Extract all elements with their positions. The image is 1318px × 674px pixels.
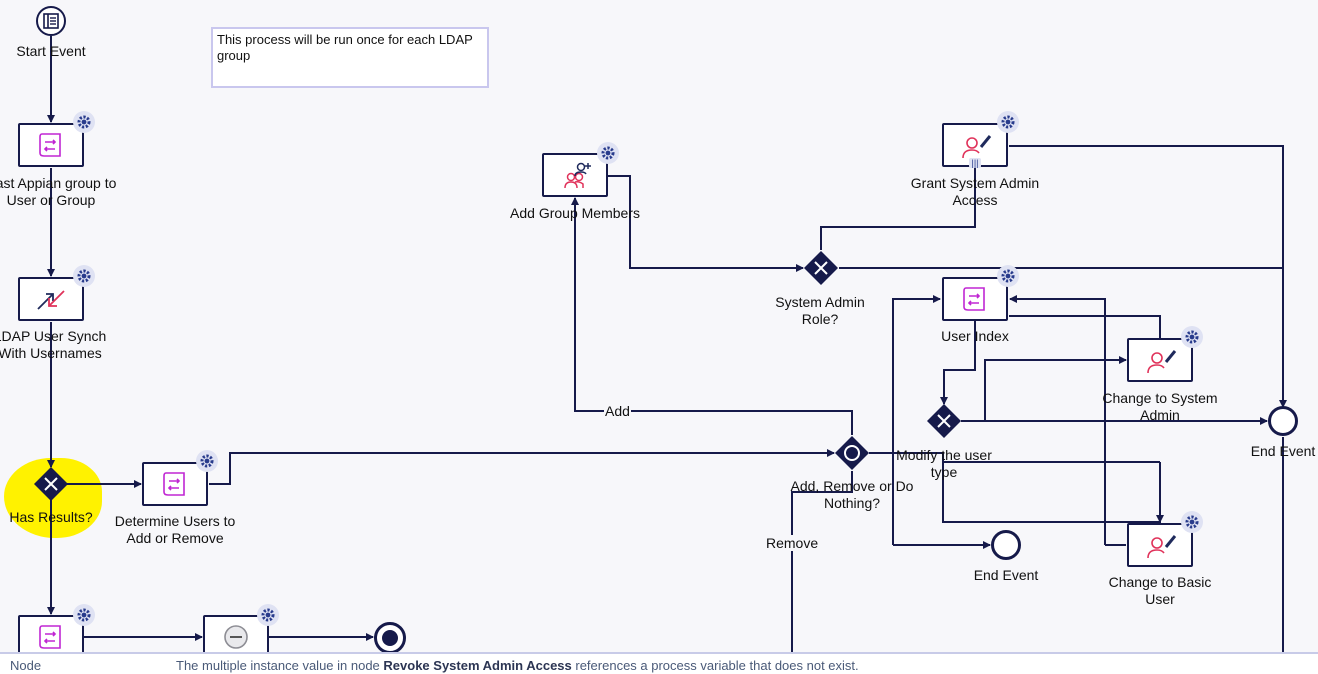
bottom-end-event[interactable]	[374, 622, 406, 652]
has-results-gateway[interactable]	[33, 466, 69, 502]
change-to-admin-node[interactable]	[1127, 338, 1193, 382]
ldap-sync-gear-icon[interactable]	[73, 265, 95, 287]
edit-user-icon	[962, 135, 992, 159]
user-index-node[interactable]	[942, 277, 1008, 321]
change-to-basic-label: Change to Basic User	[1108, 574, 1212, 607]
user-index-label: User Index	[941, 328, 1009, 344]
has-results-label: Has Results?	[9, 509, 93, 525]
validation-status-bar: Node The multiple instance value in node…	[0, 652, 1318, 674]
modify-type-label: Modify the user type	[896, 447, 992, 480]
change-to-basic-node[interactable]	[1127, 523, 1193, 567]
remove-node-gear-icon[interactable]	[257, 604, 279, 626]
change-to-admin-label: Change to System Admin	[1102, 390, 1218, 423]
status-column-node: Node	[10, 658, 42, 673]
add-remove-gateway[interactable]	[834, 435, 870, 471]
determine-users-label: Determine Users to Add or Remove	[114, 513, 236, 546]
sequence-flows	[47, 36, 1287, 652]
script-task-icon	[39, 625, 61, 649]
ldap-sync-node[interactable]	[18, 277, 84, 321]
status-message-prefix: The multiple instance value in node	[176, 658, 384, 673]
flow-label-remove: Remove	[765, 535, 820, 551]
end-event-mid-label: End Event	[973, 567, 1039, 583]
add-group-members-label: Add Group Members	[510, 205, 640, 221]
determine-users-gear-icon[interactable]	[196, 450, 218, 472]
script-task-icon	[963, 287, 985, 311]
cast-group-node[interactable]	[18, 123, 84, 167]
terminate-icon	[382, 630, 398, 646]
script-task-icon	[39, 133, 61, 157]
grant-admin-node[interactable]: |||	[942, 123, 1008, 168]
cast-group-label: Cast Appian group to User or Group	[0, 175, 117, 208]
edit-user-icon	[1147, 535, 1177, 559]
add-group-members-gear-icon[interactable]	[597, 142, 619, 164]
end-event-mid[interactable]	[991, 530, 1021, 560]
integration-icon	[37, 290, 65, 310]
grant-admin-label: Grant System Admin Access	[910, 175, 1040, 208]
script-task-icon	[163, 472, 185, 496]
end-event-right[interactable]	[1268, 406, 1298, 436]
status-message-suffix: references a process variable that does …	[571, 658, 859, 673]
cast-group-gear-icon[interactable]	[73, 111, 95, 133]
multi-instance-icon: |||	[969, 158, 981, 168]
status-message[interactable]: The multiple instance value in node Revo…	[176, 658, 859, 673]
flow-label-add: Add	[604, 403, 631, 419]
process-canvas[interactable]: This process will be run once for each L…	[0, 0, 1318, 652]
user-index-gear-icon[interactable]	[997, 265, 1019, 287]
determine-users-node[interactable]	[142, 462, 208, 506]
end-event-right-label: End Event	[1250, 443, 1316, 459]
add-group-members-node[interactable]	[542, 153, 608, 197]
change-to-admin-gear-icon[interactable]	[1181, 326, 1203, 348]
change-to-basic-gear-icon[interactable]	[1181, 511, 1203, 533]
bottom-script-node[interactable]	[18, 615, 84, 652]
add-users-icon	[564, 162, 591, 189]
system-admin-role-gateway[interactable]	[803, 250, 839, 286]
annotation-note[interactable]: This process will be run once for each L…	[211, 27, 489, 88]
system-admin-role-label: System Admin Role?	[775, 294, 865, 327]
start-event[interactable]	[36, 6, 66, 36]
minus-circle-icon	[224, 625, 248, 649]
edit-user-icon	[1147, 350, 1177, 374]
start-event-label: Start Event	[16, 43, 86, 59]
status-message-node: Revoke System Admin Access	[383, 658, 572, 673]
ldap-sync-label: LDAP User Synch With Usernames	[0, 328, 107, 361]
add-remove-label: Add, Remove or Do Nothing?	[790, 478, 914, 511]
grant-admin-gear-icon[interactable]	[997, 111, 1019, 133]
modify-type-gateway[interactable]	[926, 403, 962, 439]
bottom-script-gear-icon[interactable]	[73, 604, 95, 626]
start-event-icon	[43, 13, 59, 29]
